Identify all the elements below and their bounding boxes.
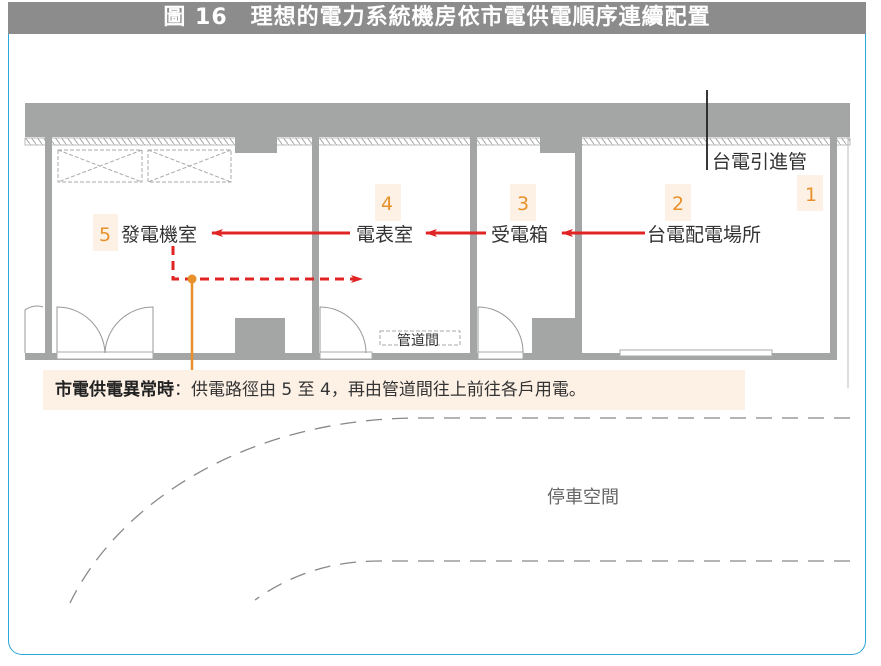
emergency-path-arrow [171, 246, 363, 283]
number-2: 2 [672, 193, 684, 215]
number-4: 4 [381, 193, 393, 215]
figure-title: 圖 16 理想的電力系統機房依市電供電順序連續配置 [8, 2, 866, 34]
number-3: 3 [517, 193, 529, 215]
parking-lane-lines [69, 417, 850, 604]
parking-label: 停車空間 [547, 487, 619, 508]
callout-dot [187, 274, 197, 284]
hatch-strip [24, 137, 851, 146]
incoming-conduit-label: 台電引進管 [712, 151, 807, 173]
number-5: 5 [99, 224, 111, 246]
taipower-station-label: 台電配電場所 [647, 224, 761, 246]
door-openings [56, 349, 773, 360]
callout-box: 市電供電異常時：供電路徑由 5 至 4，再由管道間往上前往各戶用電。 [43, 370, 745, 410]
door-swings [24, 305, 524, 354]
callout-text: ：供電路徑由 5 至 4，再由管道間往上前往各戶用電。 [174, 380, 586, 400]
number-1: 1 [805, 184, 817, 206]
generator-units [57, 149, 461, 346]
meter-room-label: 電表室 [356, 224, 413, 246]
figure-frame [8, 34, 866, 655]
top-wall [25, 103, 850, 137]
callout-heading: 市電供電異常時 [55, 380, 174, 400]
generator-room-label: 發電機室 [121, 224, 197, 246]
receiving-box-label: 受電箱 [491, 224, 548, 246]
walls [25, 137, 837, 360]
pipe-shaft-label: 管道間 [397, 333, 439, 349]
